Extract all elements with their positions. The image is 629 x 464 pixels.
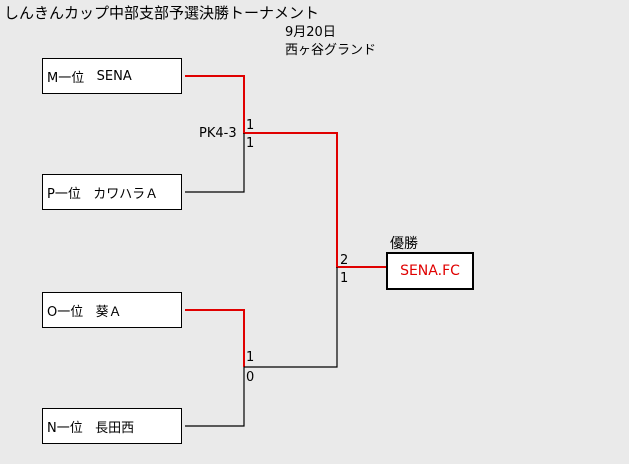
- team-name: 葵Ａ: [95, 304, 122, 320]
- line-sena-winner: [185, 75, 386, 268]
- team-box-3: O一位 葵Ａ: [42, 292, 182, 328]
- line-aoi-winner: [185, 309, 245, 367]
- line-aoi-to-final: [244, 267, 338, 368]
- team-rank: P一位: [47, 186, 81, 202]
- line-nagatanishi: [185, 367, 245, 427]
- team-rank: N一位: [47, 420, 83, 436]
- match-date: 9月20日: [285, 25, 336, 40]
- team-name: SENA: [96, 68, 132, 84]
- page-title: しんきんカップ中部支部予選決勝トーナメント: [4, 4, 320, 22]
- champion-name: SENA.FC: [400, 263, 460, 279]
- champion-label: 優勝: [390, 236, 418, 252]
- team-rank: O一位: [47, 304, 84, 320]
- team-rank: M一位: [47, 70, 85, 86]
- semi1-top-score: 1: [246, 118, 255, 133]
- team-box-1: M一位 SENA: [42, 58, 182, 94]
- final-bottom-score: 1: [340, 271, 349, 286]
- match-venue: 西ヶ谷グランド: [285, 43, 377, 58]
- team-name: 長田西: [95, 420, 135, 436]
- semi2-bottom-score: 0: [246, 370, 255, 385]
- team-box-4: N一位 長田西: [42, 408, 182, 444]
- line-kawahara: [185, 133, 245, 193]
- semi1-bottom-score: 1: [246, 136, 255, 151]
- final-top-score: 2: [340, 253, 349, 268]
- semi1-pk-score: PK4-3: [199, 126, 237, 141]
- team-name: カワハラＡ: [93, 186, 159, 202]
- team-box-2: P一位 カワハラＡ: [42, 174, 182, 210]
- champion-box: SENA.FC: [386, 252, 474, 290]
- semi2-top-score: 1: [246, 350, 255, 365]
